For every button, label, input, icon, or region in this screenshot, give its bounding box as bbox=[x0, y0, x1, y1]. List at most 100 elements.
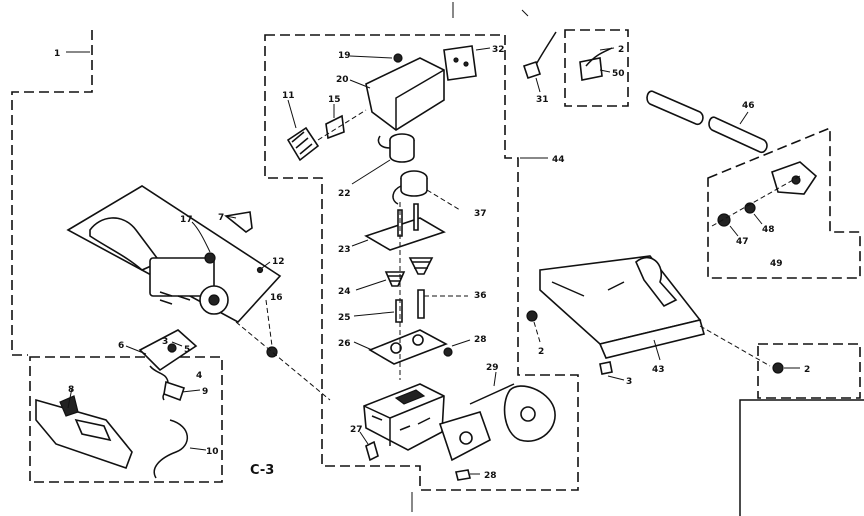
screw-28-lower bbox=[455, 469, 471, 481]
leader-6 bbox=[125, 345, 147, 355]
plate-26 bbox=[368, 329, 448, 365]
switch-11-body bbox=[286, 126, 320, 162]
plate-26-hole-b bbox=[412, 334, 424, 346]
lever-link bbox=[163, 380, 186, 402]
left-bracket-slots bbox=[159, 291, 191, 305]
callout-25: 25 bbox=[338, 313, 351, 323]
coil-37-body bbox=[400, 178, 428, 197]
valve-body bbox=[363, 383, 445, 451]
leader-2-right bbox=[533, 321, 541, 343]
leader-43 bbox=[653, 339, 661, 361]
actuator-pad bbox=[74, 418, 112, 442]
left-bracket-block bbox=[149, 257, 215, 297]
plate-32-hole-b bbox=[463, 61, 469, 67]
callout-26: 26 bbox=[338, 339, 351, 349]
screw-17 bbox=[204, 252, 216, 264]
left-group-outline bbox=[11, 30, 93, 356]
callout-43: 43 bbox=[652, 365, 665, 375]
screw-36 bbox=[417, 289, 425, 319]
nut-28-upper bbox=[443, 347, 453, 357]
leader-23 bbox=[351, 239, 369, 247]
callout-28-lower: 28 bbox=[484, 471, 497, 481]
left-bracket-assembly bbox=[66, 185, 282, 324]
callout-36: 36 bbox=[474, 291, 487, 301]
callout-37: 37 bbox=[474, 209, 487, 219]
centerline-right bbox=[711, 175, 801, 227]
actuator-tab bbox=[59, 395, 79, 417]
leader-22 bbox=[351, 159, 391, 185]
leader-47 bbox=[729, 225, 739, 237]
callout-11: 11 bbox=[282, 91, 295, 101]
callout-8: 8 bbox=[68, 385, 74, 395]
callout-12: 12 bbox=[272, 257, 285, 267]
leader-27 bbox=[359, 431, 369, 445]
screw-19 bbox=[393, 53, 403, 63]
plate-32 bbox=[443, 45, 477, 81]
callout-2-top: 2 bbox=[618, 45, 624, 55]
centerline-left bbox=[235, 321, 331, 401]
leader-2-top bbox=[599, 47, 615, 51]
insulator-15 bbox=[325, 114, 345, 140]
callout-4: 4 bbox=[196, 371, 202, 381]
leader-19 bbox=[349, 55, 393, 59]
pin-7 bbox=[224, 211, 253, 233]
lower-left-actuator bbox=[35, 395, 188, 479]
figure-code: C-3 bbox=[250, 463, 274, 478]
nut-2-right bbox=[526, 310, 538, 322]
screw-3-right bbox=[599, 361, 613, 375]
leader-3-left bbox=[171, 341, 183, 347]
top-right-tick bbox=[521, 9, 529, 17]
leader-46 bbox=[739, 111, 749, 125]
bracket-43-slot bbox=[551, 281, 625, 297]
plate-32-hole-a bbox=[453, 57, 459, 63]
coil-37-wire bbox=[392, 185, 402, 205]
switch-11-ribs bbox=[291, 131, 313, 155]
leader-20 bbox=[349, 79, 371, 89]
callout-2-far-right: 2 bbox=[804, 365, 810, 375]
leader-9 bbox=[181, 389, 201, 393]
callout-2-right: 2 bbox=[538, 347, 544, 357]
callout-6: 6 bbox=[118, 341, 124, 351]
coil-22 bbox=[377, 133, 415, 163]
callout-19: 19 bbox=[338, 51, 351, 61]
bracket-43-flange bbox=[598, 319, 705, 359]
leader-12 bbox=[261, 261, 271, 269]
leader-10 bbox=[189, 447, 207, 451]
bracket-20-face bbox=[395, 69, 445, 130]
leader-48 bbox=[753, 213, 763, 225]
bottom-right-frame bbox=[739, 399, 864, 516]
spring-24b-coils bbox=[412, 261, 430, 269]
bracket-20 bbox=[365, 57, 445, 131]
callout-9: 9 bbox=[202, 387, 208, 397]
callout-49: 49 bbox=[770, 259, 783, 269]
callout-47: 47 bbox=[736, 237, 749, 247]
callout-29: 29 bbox=[486, 363, 499, 373]
rod-29 bbox=[469, 383, 515, 405]
callout-48: 48 bbox=[762, 225, 775, 235]
bottom-right-outline bbox=[757, 343, 861, 399]
callout-23: 23 bbox=[338, 245, 351, 255]
callout-46: 46 bbox=[742, 101, 755, 111]
leader-24 bbox=[355, 279, 387, 291]
coil-22-body bbox=[389, 140, 415, 163]
centerline-bracket bbox=[699, 325, 771, 367]
valve-block-hole bbox=[459, 431, 473, 445]
plate-23 bbox=[364, 217, 446, 251]
callout-3-left: 3 bbox=[162, 337, 168, 347]
callout-20: 20 bbox=[336, 75, 349, 85]
mounting-bracket-43 bbox=[539, 255, 705, 359]
leader-26 bbox=[353, 341, 373, 351]
lever-assembly-6 bbox=[138, 329, 198, 402]
valve-body-ports bbox=[371, 415, 431, 431]
callout-16: 16 bbox=[270, 293, 283, 303]
lever-pivot bbox=[167, 343, 177, 353]
stud-23b bbox=[413, 203, 419, 231]
callout-1: 1 bbox=[54, 49, 60, 59]
plate-26-hole-a bbox=[390, 342, 402, 354]
actuator-wire-10 bbox=[153, 419, 188, 479]
leader-28-upper bbox=[451, 339, 471, 347]
switch-11 bbox=[286, 126, 320, 162]
callout-7: 7 bbox=[218, 213, 224, 223]
center-group-outline bbox=[264, 34, 579, 491]
callout-27: 27 bbox=[350, 425, 363, 435]
